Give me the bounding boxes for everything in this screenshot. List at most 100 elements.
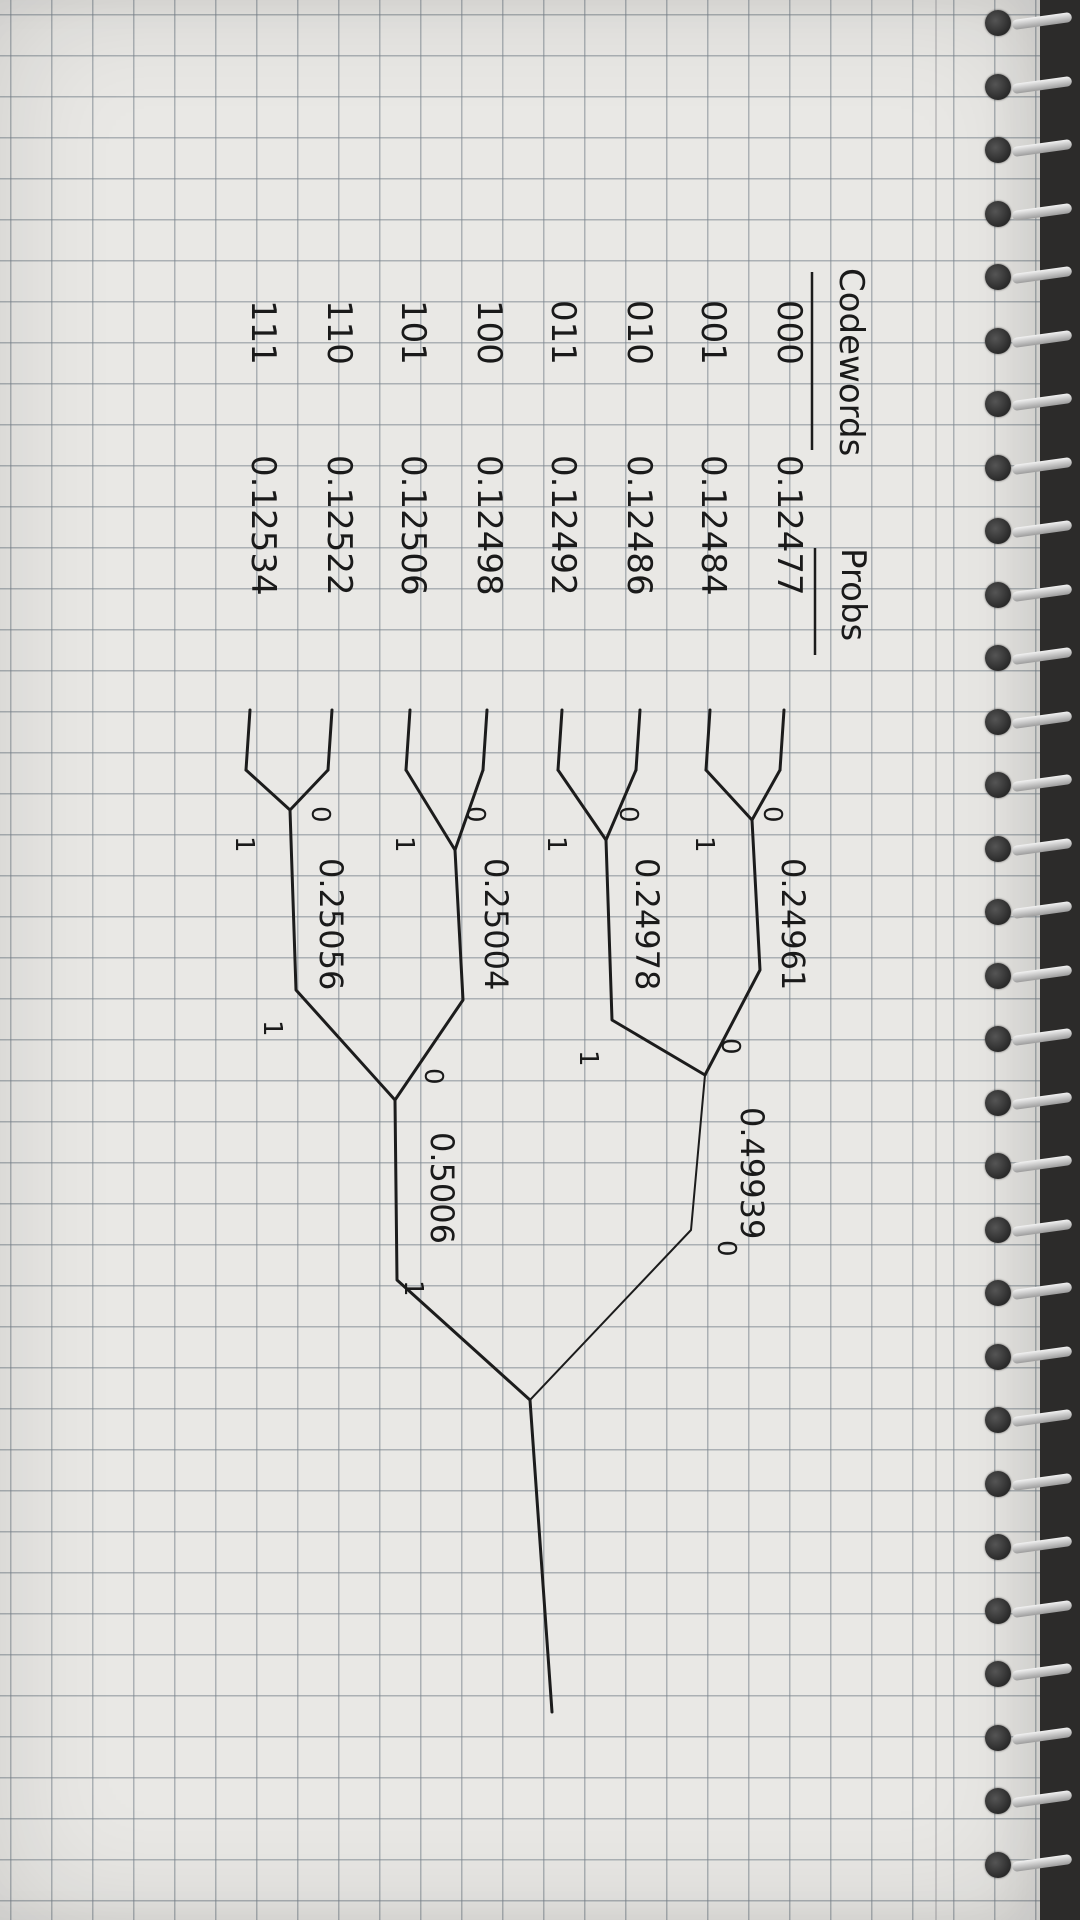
table-row: 111 0.12534 <box>243 300 283 596</box>
prob-value: 0.12484 <box>693 455 733 596</box>
codeword-value: 001 <box>693 300 733 365</box>
prob-value: 0.12486 <box>619 455 659 596</box>
bit-label-zero: 0 <box>711 1240 741 1257</box>
leaf-stub <box>481 708 489 772</box>
branch-edge <box>244 768 292 812</box>
table-row: 100 0.12498 <box>469 300 509 596</box>
margin-line <box>935 0 937 1920</box>
binding-hole <box>985 1343 1011 1370</box>
branch-edge <box>393 848 465 1102</box>
bit-label-one: 1 <box>573 1050 603 1067</box>
branch-edge <box>604 838 707 1077</box>
probs-header: Probs <box>833 548 873 641</box>
binding-hole <box>985 264 1011 290</box>
leaf-stub <box>778 708 786 772</box>
bit-label-one: 1 <box>689 836 719 853</box>
binding-hole <box>985 1788 1011 1814</box>
codeword-value: 110 <box>319 300 359 365</box>
binding-hole <box>985 1534 1011 1560</box>
prob-value: 0.12506 <box>393 455 433 596</box>
merge-node-level2: 0 1 0.5006 <box>257 808 465 1244</box>
binding-hole <box>985 1407 1011 1433</box>
merge-node-level2: 0 1 0.49939 <box>573 818 771 1239</box>
merge-node-level1: 0 1 0.25056 <box>229 768 350 990</box>
binding-hole <box>985 1470 1011 1497</box>
codeword-value: 111 <box>243 300 283 365</box>
binding-hole <box>985 10 1011 36</box>
binding-hole <box>985 454 1011 481</box>
codeword-value: 100 <box>469 300 509 365</box>
binding-hole <box>985 1851 1011 1878</box>
binding-hole <box>985 1026 1011 1052</box>
binding-hole <box>985 137 1011 163</box>
bit-label-zero: 0 <box>715 1038 745 1055</box>
merge-node-level1: 0 1 0.24978 <box>541 768 666 990</box>
bit-label-one: 1 <box>541 836 571 853</box>
spiral-holes <box>985 0 1025 1920</box>
binding-hole <box>985 1661 1011 1687</box>
branch-edge <box>750 768 782 822</box>
prob-value: 0.12522 <box>319 455 359 596</box>
bit-label-zero: 0 <box>305 806 335 823</box>
bit-label-zero: 0 <box>757 806 787 823</box>
root-node: 01 <box>393 1074 741 1714</box>
binding-hole <box>985 200 1011 227</box>
binding-hole <box>985 1597 1011 1624</box>
bit-label-one: 1 <box>229 836 259 853</box>
leaf-stub <box>704 708 712 772</box>
leaf-stub <box>404 708 412 772</box>
node-probability: 0.49939 <box>733 1107 771 1239</box>
codeword-value: 000 <box>769 300 809 365</box>
node-probability: 0.25004 <box>477 858 515 990</box>
binding-hole <box>985 708 1011 735</box>
binding-hole <box>985 391 1011 417</box>
merge-node-level1: 0 1 0.25004 <box>389 768 515 990</box>
binding-hole <box>985 327 1011 354</box>
prob-value: 0.12492 <box>543 455 583 596</box>
huffman-tree: 010.24961010.24978010.25004010.25056010.… <box>229 708 812 1714</box>
binding-hole <box>985 772 1011 798</box>
leaf-stub <box>326 708 334 772</box>
binding-hole <box>985 73 1011 100</box>
binding-hole <box>985 1724 1011 1751</box>
codeword-table: Codewords Probs 0000.124770010.124840100… <box>243 268 873 655</box>
leaf-stub <box>634 708 642 772</box>
graph-paper <box>0 0 1045 1920</box>
binding-hole <box>985 645 1011 671</box>
bit-label-one: 1 <box>389 836 419 853</box>
binding-hole <box>985 1280 1011 1306</box>
bit-label-zero: 0 <box>460 806 490 823</box>
branch-edge <box>529 1074 706 1401</box>
codeword-value: 010 <box>619 300 659 365</box>
table-row: 010 0.12486 <box>619 300 659 596</box>
bit-label-zero: 0 <box>613 806 643 823</box>
node-probability: 0.24978 <box>628 858 666 990</box>
binding-hole <box>985 1089 1011 1116</box>
binding-hole <box>985 962 1011 989</box>
spiral-binding-backing <box>1040 0 1080 1920</box>
prob-value: 0.12534 <box>243 455 283 596</box>
prob-value: 0.12477 <box>769 455 809 596</box>
branch-edge <box>288 808 397 1102</box>
table-row: 110 0.12522 <box>319 300 359 596</box>
branch-edge <box>288 768 330 812</box>
binding-hole <box>985 835 1011 862</box>
branch-edge <box>393 1098 532 1402</box>
branch-edge <box>556 768 608 842</box>
branch-edge <box>404 768 457 852</box>
node-probability: 0.25056 <box>312 858 350 990</box>
node-probability: 0.5006 <box>423 1132 461 1244</box>
table-row: 000 0.12477 <box>769 300 809 596</box>
prob-value: 0.12498 <box>469 455 509 596</box>
table-row: 001 0.12484 <box>693 300 733 596</box>
bit-label-one: 1 <box>257 1020 287 1037</box>
branch-edge <box>703 818 762 1077</box>
binding-hole <box>985 1153 1011 1179</box>
node-probability: 0.24961 <box>774 858 812 990</box>
binding-hole <box>985 899 1011 925</box>
root-stem <box>528 1398 554 1714</box>
